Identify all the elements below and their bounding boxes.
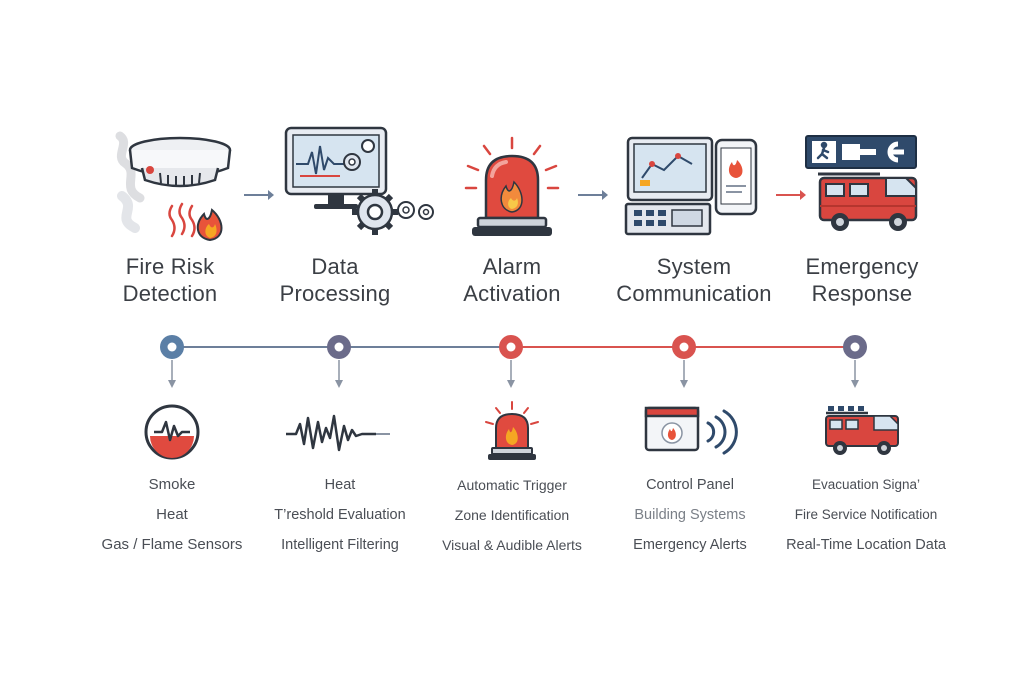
fire-truck-small-icon [825,406,899,455]
detail-item: Building Systems [634,507,746,523]
detail-item: Visual & Audible Alerts [442,537,582,553]
detail-item: Heat [324,477,356,493]
timeline-node-2 [327,335,351,388]
detail-item: Real-Time Location Data [786,537,946,553]
stage-details-5: Evacuation Signa’ Fire Service Notificat… [772,470,960,560]
detail-item: Gas / Flame Sensors [101,536,243,553]
alarm-beacon-small-icon [485,401,539,460]
wireless-panel-icon [644,406,738,455]
smoke-detector-icon [115,131,232,242]
timeline [160,335,867,388]
stage-details-3: Automatic Trigger Zone Identification Vi… [426,470,598,560]
waveform-icon [286,414,390,452]
stage-details-1: Smoke Heat Gas / Flame Sensors [72,470,272,560]
detail-item: Fire Service Notification [794,507,938,522]
timeline-node-3 [499,335,523,388]
detail-item: Control Panel [646,477,734,493]
timeline-node-5 [843,335,867,388]
monitor-gears-icon [284,126,434,235]
smoke-sensor-icon [144,404,200,460]
detail-item: Evacuation Signa’ [811,477,921,492]
control-panel-phone-icon [624,136,758,236]
detail-item: Automatic Trigger [457,477,567,493]
alarm-beacon-icon [464,136,560,236]
detail-item: T’reshold Evaluation [274,507,406,523]
detail-item: Emergency Alerts [633,537,747,553]
timeline-node-1 [160,335,184,388]
timeline-node-4 [672,335,696,388]
flow-arrow-3 [776,190,806,200]
stage-details-2: Heat T’reshold Evaluation Intelligent Fi… [252,470,428,560]
stage-details-4: Control Panel Building Systems Emergency… [602,470,778,560]
fire-truck-exit-sign-icon [805,135,918,231]
flow-arrow-2 [578,190,608,200]
detail-item: Intelligent Filtering [281,537,399,553]
flow-arrow-1 [244,190,274,200]
detail-item: Smoke [148,476,196,493]
detail-item: Zone Identification [454,507,570,523]
detail-item: Heat [156,506,188,523]
